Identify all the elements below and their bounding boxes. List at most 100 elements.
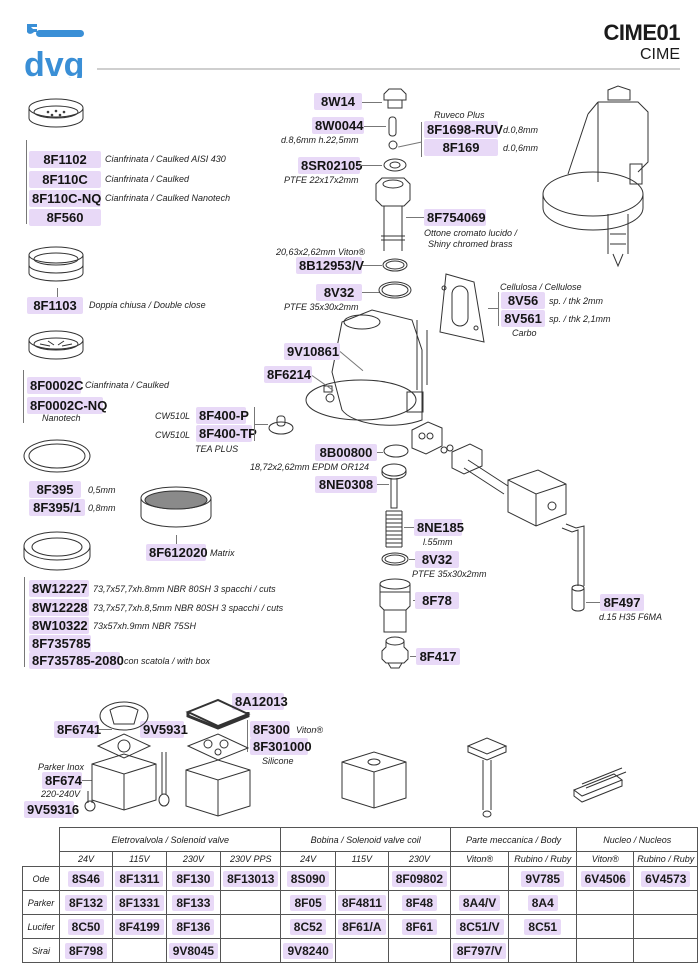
jet-icon [388, 140, 398, 150]
part-code-chip[interactable]: 9V8240 [283, 942, 333, 959]
part-code-8F110C[interactable]: 8F110C [29, 171, 101, 188]
part-code-chip[interactable]: 8C51/V [455, 918, 504, 935]
part-code-chip[interactable]: 8F48 [401, 894, 438, 911]
part-code-8B12953-V[interactable]: 8B12953/V [296, 257, 364, 274]
part-code-chip[interactable]: 8F132 [64, 894, 108, 911]
part-code-8F6214[interactable]: 8F6214 [264, 366, 312, 383]
dvg-logo: dvg [24, 22, 96, 84]
pin-icon [388, 116, 397, 137]
part-code-8F110C-NQ[interactable]: 8F110C-NQ [29, 190, 101, 207]
part-code-8V56[interactable]: 8V56 [501, 292, 545, 309]
part-note: d.0,6mm [503, 143, 539, 153]
part-code-8W12228[interactable]: 8W12228 [29, 599, 89, 616]
part-code-8F300[interactable]: 8F300 [250, 721, 290, 738]
part-code-8F301000[interactable]: 8F301000 [250, 738, 312, 755]
table-cell: 6V4573 [633, 866, 699, 891]
part-code-8F400-TP[interactable]: 8F400-TP [196, 425, 257, 442]
part-code-8F754069[interactable]: 8F754069 [424, 209, 486, 226]
part-code-9V5931[interactable]: 9V5931 [140, 721, 188, 738]
model-name: CIME [640, 46, 680, 63]
valve-mechanical-body-icon [466, 737, 508, 818]
part-code-8F1102[interactable]: 8F1102 [29, 151, 101, 168]
part-code-chip[interactable]: 8F133 [172, 894, 215, 911]
table-group-header: Bobina / Solenoid valve coil [280, 827, 451, 852]
part-note: PTFE 35x30x2mm [284, 302, 359, 312]
part-code-chip[interactable]: 8F61/A [338, 918, 386, 935]
part-code-chip[interactable]: 8C52 [289, 918, 327, 935]
part-code-chip[interactable]: 9V785 [521, 870, 565, 887]
valve-piston-icon [381, 463, 407, 509]
part-code-9V59316[interactable]: 9V59316 [24, 801, 79, 818]
part-code-chip[interactable]: 8C51 [524, 918, 562, 935]
part-code-chip[interactable]: 8S090 [286, 870, 330, 887]
part-code-chip[interactable]: 8S46 [67, 870, 105, 887]
part-code-chip[interactable]: 8F1311 [115, 870, 164, 887]
part-code-8F735785-2080[interactable]: 8F735785-2080 [29, 652, 124, 669]
part-code-chip[interactable]: 8F09802 [391, 870, 448, 887]
part-code-8NE0308[interactable]: 8NE0308 [315, 476, 377, 493]
part-code-8F417[interactable]: 8F417 [416, 648, 460, 665]
part-code-8V561[interactable]: 8V561 [501, 310, 545, 327]
table-cell [576, 890, 635, 915]
part-code-8V32-bottom[interactable]: 8V32 [415, 551, 459, 568]
part-prefix: CW510L [155, 430, 191, 440]
part-code-chip[interactable]: 6V4573 [641, 870, 691, 887]
part-code-8W0044[interactable]: 8W0044 [312, 117, 364, 134]
part-code-8F612020[interactable]: 8F612020 [146, 544, 208, 561]
part-code-chip[interactable]: 8F13013 [223, 870, 279, 887]
part-code-8F395-1[interactable]: 8F395/1 [29, 499, 85, 516]
part-code-chip[interactable]: 8F1331 [115, 894, 164, 911]
part-note: Viton® [296, 725, 323, 735]
part-code-8F497[interactable]: 8F497 [600, 594, 644, 611]
table-subheader: 230V PPS [220, 851, 282, 867]
part-code-8W10322[interactable]: 8W10322 [29, 617, 89, 634]
part-code-8F0002C-NQ[interactable]: 8F0002C-NQ [27, 397, 107, 414]
part-code-chip[interactable]: 8F130 [172, 870, 215, 887]
part-code-8W12227[interactable]: 8W12227 [29, 580, 89, 597]
table-cell [387, 938, 451, 963]
part-code-8W14[interactable]: 8W14 [314, 93, 362, 110]
part-code-8F395[interactable]: 8F395 [29, 481, 81, 498]
part-code-chip[interactable]: 6V4506 [580, 870, 630, 887]
part-code-chip[interactable]: 8A4/V [458, 894, 501, 911]
part-code-8F78[interactable]: 8F78 [415, 592, 459, 609]
table-cell: 8F797/V [449, 938, 510, 963]
part-code-chip[interactable]: 9V8045 [168, 942, 219, 959]
part-note: d.15 H35 F6MA [599, 612, 663, 622]
matrix-filter-icon [140, 486, 212, 528]
part-code-9V10861[interactable]: 9V10861 [284, 343, 340, 360]
part-code-chip[interactable]: 8C50 [67, 918, 105, 935]
part-code-8F0002C[interactable]: 8F0002C [27, 377, 83, 394]
part-note: 0,5mm [88, 485, 116, 495]
part-code-8F1698-RUV[interactable]: 8F1698-RUV [424, 121, 503, 138]
part-code-chip[interactable]: 8F4811 [337, 894, 386, 911]
part-code-8A12013[interactable]: 8A12013 [232, 693, 288, 710]
part-code-8F560[interactable]: 8F560 [29, 209, 101, 226]
table-cell: 8F4811 [334, 890, 389, 915]
part-code-chip[interactable]: 8F61 [401, 918, 438, 935]
part-code-chip[interactable]: 8F798 [64, 942, 108, 959]
part-note: Cianfrinata / Caulked AISI 430 [105, 154, 226, 164]
part-code-8NE185[interactable]: 8NE185 [414, 519, 464, 536]
table-cell: 8C51/V [449, 914, 510, 939]
part-code-8F735785[interactable]: 8F735785 [29, 635, 91, 652]
part-code-chip[interactable]: 8A4 [527, 894, 558, 911]
part-code-8F674[interactable]: 8F674 [42, 772, 82, 789]
part-code-chip[interactable]: 8F797/V [452, 942, 507, 959]
part-code-8V32-top[interactable]: 8V32 [316, 284, 362, 301]
part-code-8F6741[interactable]: 8F6741 [54, 721, 101, 738]
part-code-8SR02105[interactable]: 8SR02105 [298, 157, 362, 174]
table-cell: 8F13013 [220, 866, 282, 891]
part-code-8F169[interactable]: 8F169 [424, 139, 498, 156]
part-code-8F1103[interactable]: 8F1103 [27, 297, 83, 314]
part-note: Carbo [512, 328, 537, 338]
part-code-8F400-P[interactable]: 8F400-P [196, 407, 249, 424]
part-code-chip[interactable]: 8F05 [290, 894, 326, 911]
part-code-chip[interactable]: 8F4199 [115, 918, 164, 935]
model-code: CIME01 [603, 20, 681, 45]
part-code-chip[interactable]: 8F136 [172, 918, 215, 935]
table-subheader: Rubino / Ruby [508, 851, 578, 867]
part-code-8B00800[interactable]: 8B00800 [315, 444, 377, 461]
table-group-header: Nucleo / Nucleos [576, 827, 699, 852]
